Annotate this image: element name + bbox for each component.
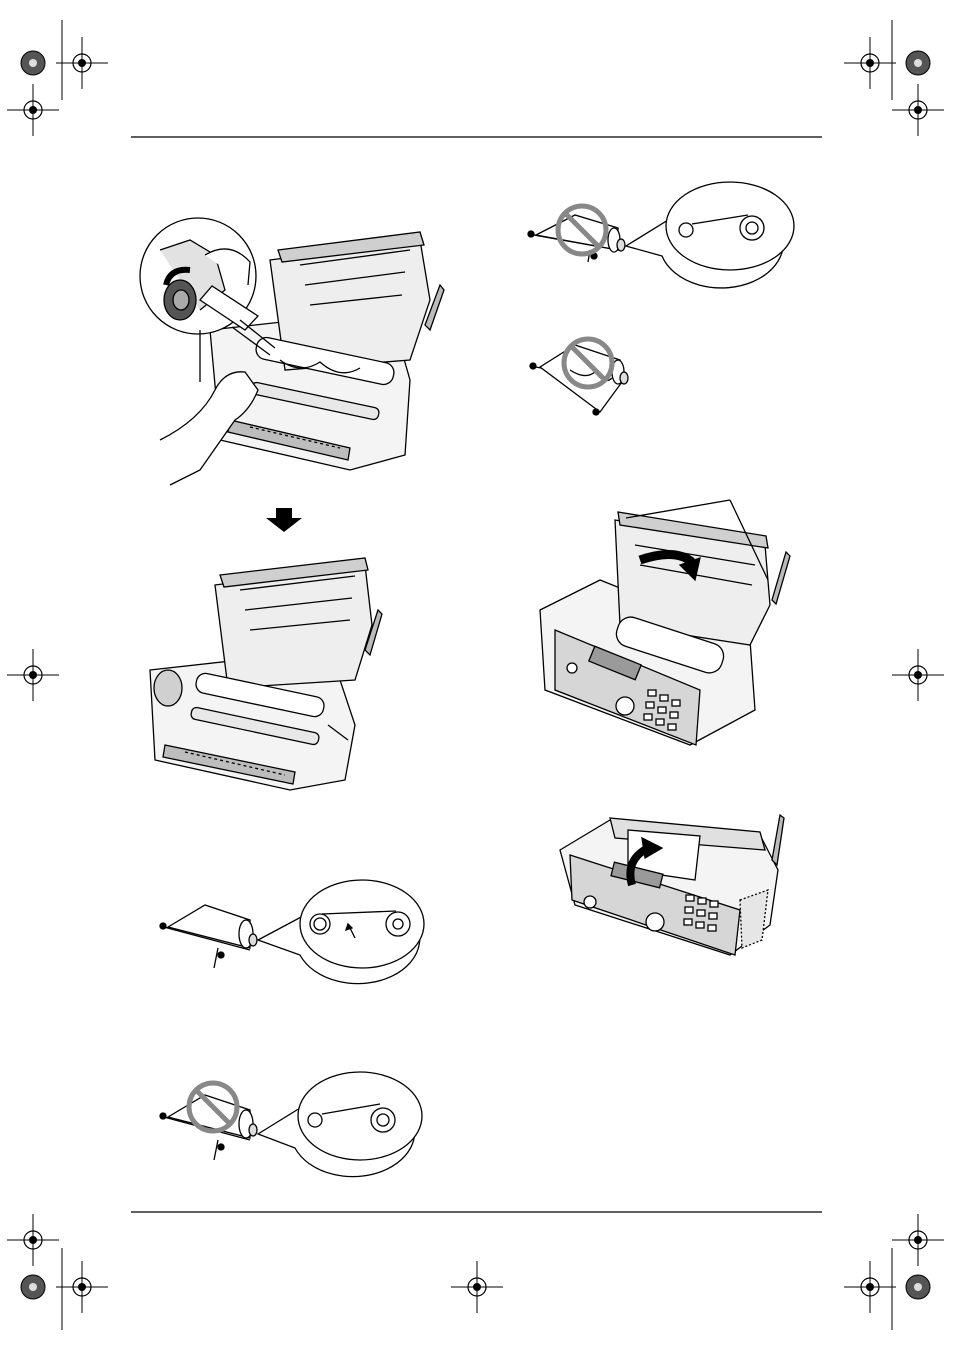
illustration-film-correct	[160, 880, 424, 984]
registration-marks	[7, 20, 944, 1330]
illustration-hand-rotating-gear	[140, 218, 444, 485]
illustration-lift-cover	[560, 815, 784, 955]
illustration-film-loaded	[150, 558, 382, 790]
illustration-close-cover	[540, 500, 790, 745]
illustration-film-incorrect-top	[528, 182, 794, 288]
down-arrow-icon	[266, 508, 302, 532]
